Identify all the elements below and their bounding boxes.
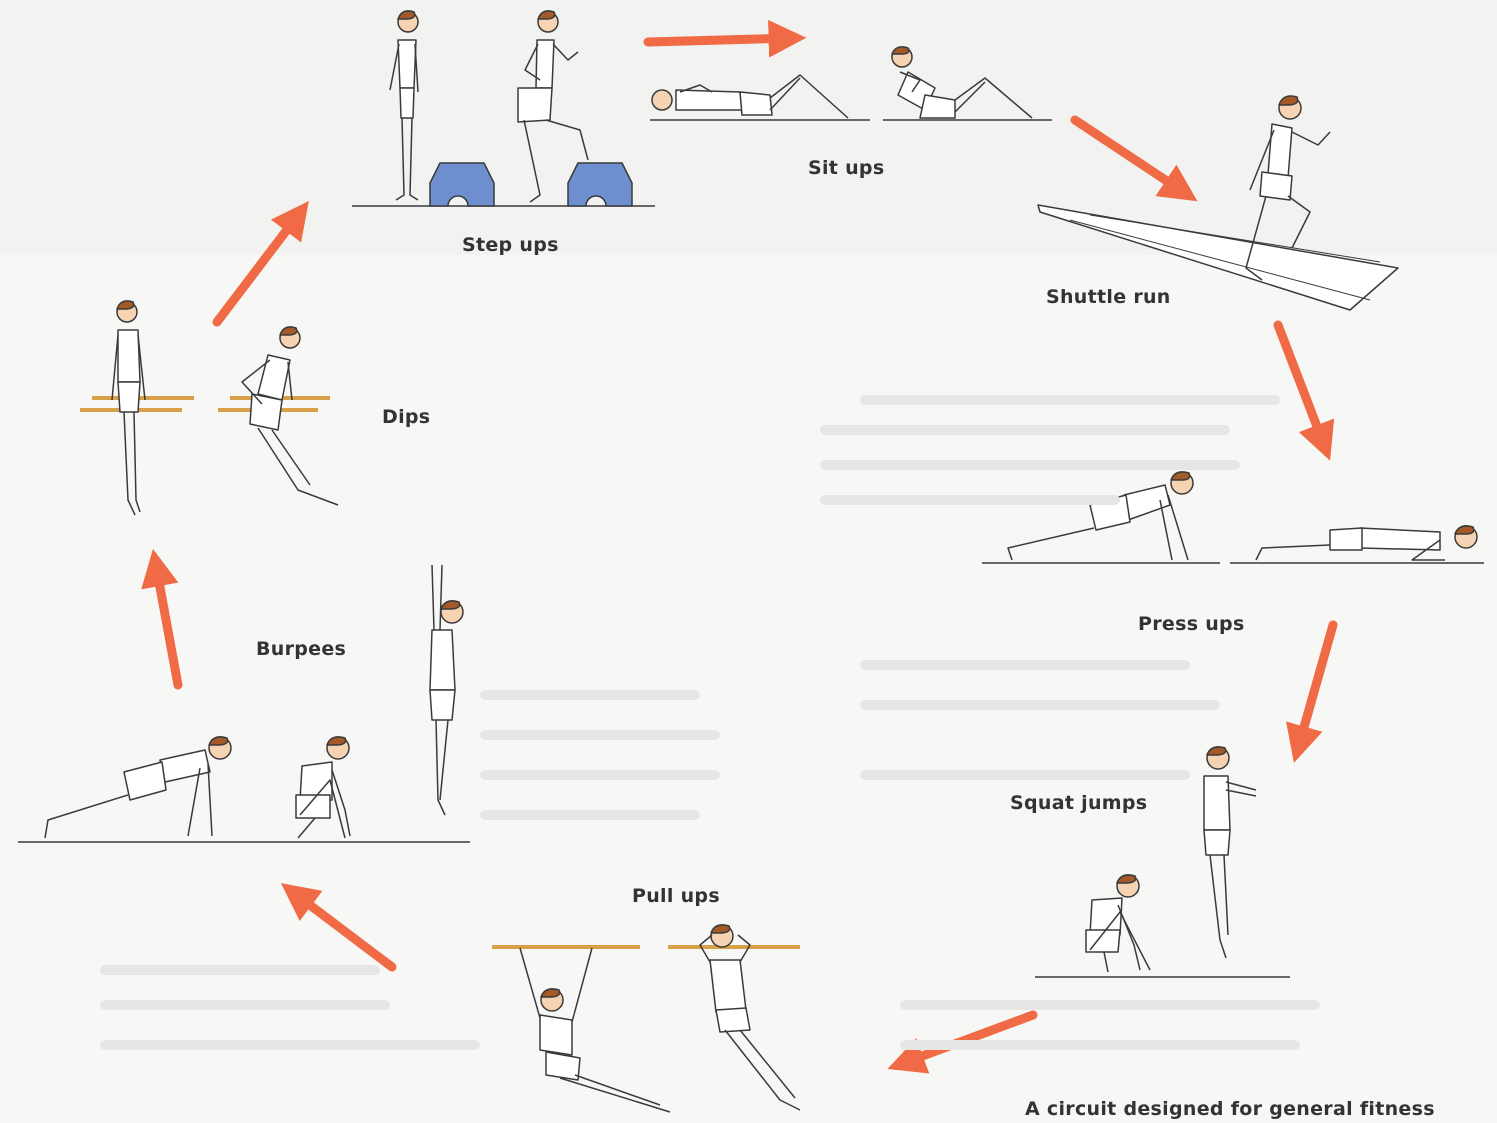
label-pull-ups: Pull ups bbox=[632, 885, 720, 907]
label-squat-jumps: Squat jumps bbox=[1010, 792, 1147, 814]
arrow-shuttle-to-pressups bbox=[1278, 325, 1326, 450]
figure-caption: A circuit designed for general fitness bbox=[1025, 1098, 1435, 1120]
arrow-pullups-to-burpees bbox=[290, 890, 392, 967]
pull-ups-illustration bbox=[492, 925, 800, 1112]
squat-jumps-illustration bbox=[1035, 747, 1290, 977]
burpees-illustration bbox=[18, 565, 470, 842]
arrow-burpees-to-dips bbox=[155, 560, 178, 685]
press-ups-illustration bbox=[982, 472, 1484, 563]
dips-illustration bbox=[80, 301, 338, 515]
arrow-stepups-to-situps bbox=[648, 38, 795, 42]
label-step-ups: Step ups bbox=[462, 234, 559, 256]
label-press-ups: Press ups bbox=[1138, 613, 1245, 635]
label-sit-ups: Sit ups bbox=[808, 157, 884, 179]
arrow-pressups-to-squatjumps bbox=[1297, 625, 1333, 752]
label-burpees: Burpees bbox=[256, 638, 346, 660]
label-dips: Dips bbox=[382, 406, 430, 428]
label-shuttle-run: Shuttle run bbox=[1046, 286, 1171, 308]
